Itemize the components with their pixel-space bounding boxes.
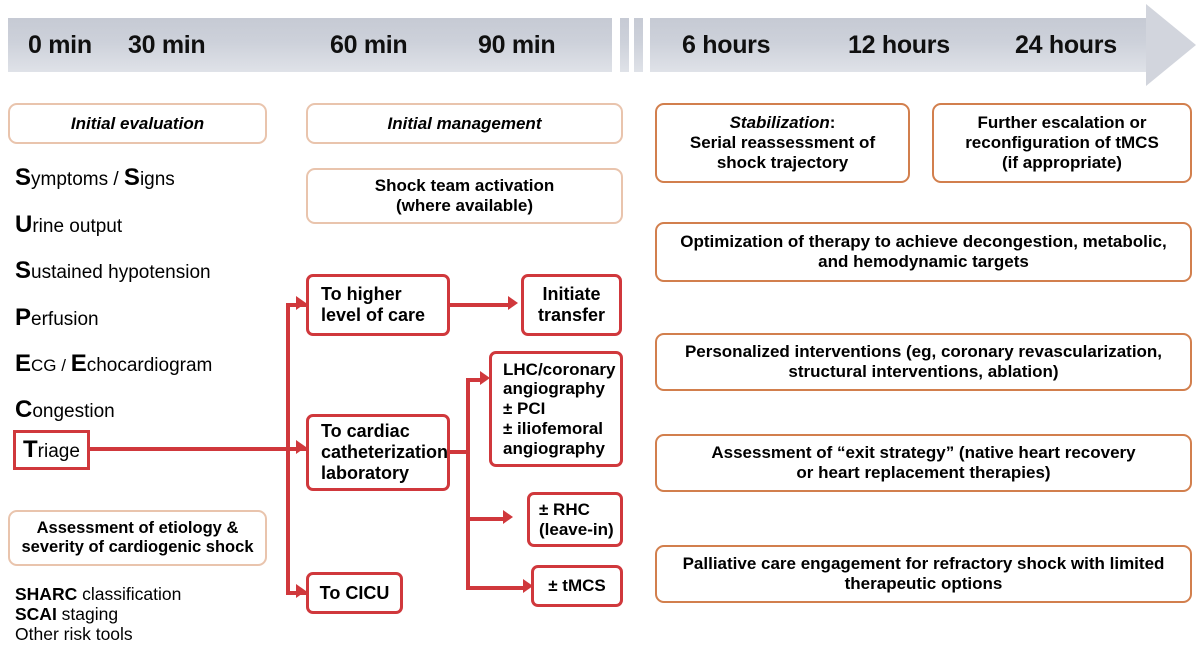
triage-box[interactable]: Triage xyxy=(13,430,90,470)
connector-branch-tmcs xyxy=(466,586,526,590)
connector-triage-horizontal xyxy=(90,447,290,451)
shock-team-activation-box: Shock team activation (where available) xyxy=(306,168,623,224)
timeline-bar-right xyxy=(650,18,1146,72)
timeline-break-tick-1 xyxy=(620,18,629,72)
exit-strategy-box: Assessment of “exit strategy” (native he… xyxy=(655,434,1192,492)
arrow-head-cath-lab-icon xyxy=(296,440,306,454)
timeline-bar-left xyxy=(8,18,612,72)
cath-lab-box[interactable]: To cardiac catheterization laboratory xyxy=(306,414,450,491)
rhc-leave-in-box[interactable]: ± RHC (leave-in) xyxy=(527,492,623,547)
timeline-label-90min: 90 min xyxy=(478,30,556,59)
mnemonic-initial-s1: S xyxy=(15,164,32,191)
timeline-label-12hours: 12 hours xyxy=(848,30,950,59)
mnemonic-initial-e2: E xyxy=(70,350,87,377)
timeline-break-tick-2 xyxy=(634,18,643,72)
mnemonic-item-symptoms-signs: Symptoms / Signs xyxy=(15,164,175,191)
mnemonic-initial-e1: E xyxy=(15,350,32,377)
tmcs-box[interactable]: ± tMCS xyxy=(531,565,623,607)
arrow-head-rhc-icon xyxy=(503,510,513,524)
timeline-arrow-head-icon xyxy=(1146,4,1196,86)
arrow-head-lhc-icon xyxy=(480,371,490,385)
cicu-box[interactable]: To CICU xyxy=(306,572,403,614)
arrow-head-cicu-icon xyxy=(296,584,306,598)
initial-management-header-box: Initial management xyxy=(306,103,623,144)
triage-label: Triage xyxy=(23,436,80,464)
further-escalation-box: Further escalation or reconfiguration of… xyxy=(932,103,1192,183)
risk-tool-sharc: SHARC classification xyxy=(15,584,182,604)
connector-branch-lhc xyxy=(466,378,484,382)
mnemonic-item-perfusion: Perfusion xyxy=(15,304,99,331)
mnemonic-item-congestion: Congestion xyxy=(15,396,115,423)
optimization-therapy-box: Optimization of therapy to achieve decon… xyxy=(655,222,1192,282)
timeline-label-60min: 60 min xyxy=(330,30,408,59)
mnemonic-initial-c: C xyxy=(15,396,33,423)
timeline-label-30min: 30 min xyxy=(128,30,206,59)
arrow-head-initiate-transfer-icon xyxy=(508,296,518,310)
connector-cath-branch-trunk xyxy=(466,378,470,590)
mnemonic-item-ecg-echocardiogram: ECG / Echocardiogram xyxy=(15,350,213,377)
mnemonic-initial-p: P xyxy=(15,304,32,331)
connector-branch-rhc xyxy=(466,517,506,521)
timeline-label-0min: 0 min xyxy=(28,30,92,59)
lhc-coronary-angiography-box[interactable]: LHC/coronary angiography ± PCI ± iliofem… xyxy=(489,351,623,467)
stabilization-box-text: Stabilization: Serial reassessment of sh… xyxy=(689,113,876,172)
personalized-interventions-box: Personalized interventions (eg, coronary… xyxy=(655,333,1192,391)
timeline-label-24hours: 24 hours xyxy=(1015,30,1117,59)
risk-tool-scai: SCAI staging xyxy=(15,604,119,624)
connector-higher-care-to-transfer xyxy=(450,303,512,307)
initial-evaluation-header-box: Initial evaluation xyxy=(8,103,267,144)
arrow-head-tmcs-icon xyxy=(523,579,533,593)
mnemonic-item-sustained-hypotension: Sustained hypotension xyxy=(15,257,211,284)
connector-cath-lab-stub xyxy=(450,450,470,454)
mnemonic-item-urine-output: Urine output xyxy=(15,211,123,238)
palliative-care-box: Palliative care engagement for refractor… xyxy=(655,545,1192,603)
assessment-etiology-box: Assessment of etiology & severity of car… xyxy=(8,510,267,566)
mnemonic-initial-u: U xyxy=(15,211,33,238)
arrow-head-higher-care-icon xyxy=(296,296,306,310)
stabilization-box: Stabilization: Serial reassessment of sh… xyxy=(655,103,910,183)
risk-tool-other: Other risk tools xyxy=(15,624,133,644)
timeline-label-6hours: 6 hours xyxy=(682,30,771,59)
higher-level-care-box[interactable]: To higher level of care xyxy=(306,274,450,336)
mnemonic-initial-s3: S xyxy=(15,257,32,284)
mnemonic-initial-s2: S xyxy=(123,164,140,191)
initiate-transfer-box[interactable]: Initiate transfer xyxy=(521,274,622,336)
